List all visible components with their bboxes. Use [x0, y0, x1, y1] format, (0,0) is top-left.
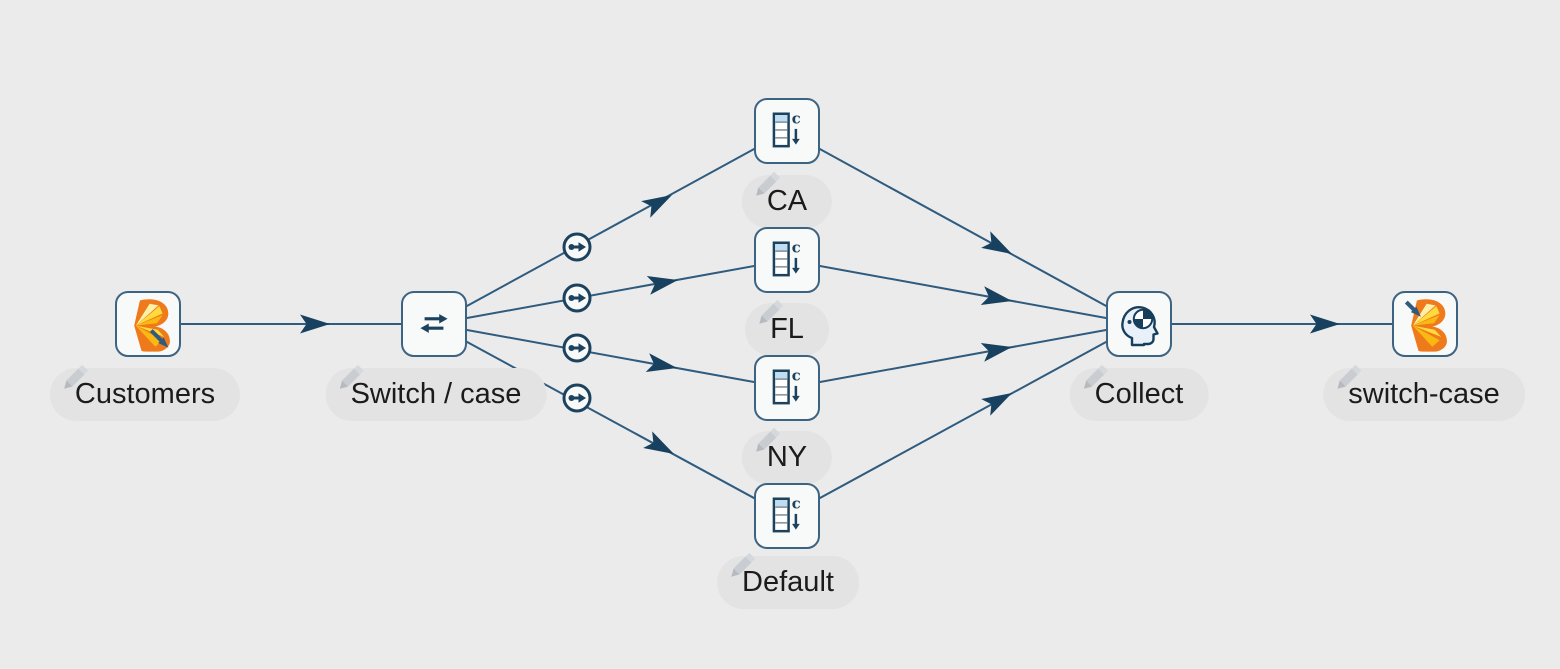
node-label-text: CA — [766, 185, 808, 217]
node-label-ca[interactable]: CA — [741, 175, 833, 228]
swap-arrows-icon — [411, 301, 457, 347]
node-label-customers[interactable]: Customers — [49, 368, 241, 421]
case-port-icon[interactable] — [562, 283, 592, 313]
node-label-collect[interactable]: Collect — [1069, 368, 1209, 421]
node-output[interactable] — [1392, 291, 1458, 357]
node-switch-case[interactable] — [401, 291, 467, 357]
arrowhead-icon — [646, 276, 678, 295]
arrowhead-icon — [981, 231, 1012, 254]
node-label-text: FL — [770, 313, 804, 345]
arrowhead-icon — [645, 353, 677, 372]
edge-switch-to-fl[interactable] — [433, 259, 788, 325]
b-logo-output-icon — [122, 296, 174, 352]
case-port-icon[interactable] — [562, 232, 592, 262]
node-label-fl[interactable]: FL — [745, 303, 829, 356]
node-label-text: Switch / case — [350, 378, 522, 410]
arrowhead-icon — [1310, 314, 1340, 334]
arrowhead-icon — [643, 431, 674, 454]
node-label-text: Default — [742, 566, 834, 598]
arrowhead-icon — [981, 393, 1012, 416]
edge-ny-to-collect[interactable] — [786, 323, 1140, 389]
node-case-default[interactable] — [754, 483, 820, 549]
table-sort-icon — [764, 365, 810, 411]
node-label-text: Customers — [74, 378, 216, 410]
table-sort-icon — [764, 108, 810, 154]
node-collect[interactable] — [1106, 291, 1172, 357]
table-sort-icon — [764, 493, 810, 539]
node-label-switch-case[interactable]: Switch / case — [325, 368, 547, 421]
arrowhead-icon — [641, 195, 672, 218]
edge-fl-to-collect[interactable] — [786, 259, 1140, 325]
arrowhead-icon — [980, 286, 1012, 305]
b-logo-input-icon — [1399, 296, 1451, 352]
edge-switch-to-ny[interactable] — [433, 323, 788, 389]
node-label-text: NY — [766, 441, 808, 473]
node-case-fl[interactable] — [754, 227, 820, 293]
node-label-text: Collect — [1094, 378, 1184, 410]
node-case-ca[interactable] — [754, 98, 820, 164]
node-customers[interactable] — [115, 291, 181, 357]
head-target-icon — [1115, 300, 1163, 348]
edge-ca-to-collect[interactable] — [786, 130, 1140, 325]
arrowhead-icon — [300, 314, 330, 334]
node-label-ny[interactable]: NY — [741, 431, 833, 484]
edge-switch-to-default[interactable] — [433, 323, 788, 517]
case-port-icon[interactable] — [562, 383, 592, 413]
node-case-ny[interactable] — [754, 355, 820, 421]
arrowhead-icon — [980, 343, 1012, 362]
node-label-default[interactable]: Default — [717, 556, 859, 609]
case-port-icon[interactable] — [562, 333, 592, 363]
node-label-text: switch-case — [1348, 378, 1500, 410]
edge-switch-to-ca[interactable] — [433, 130, 788, 325]
table-sort-icon — [764, 237, 810, 283]
edge-default-to-collect[interactable] — [786, 323, 1140, 517]
node-label-output[interactable]: switch-case — [1323, 368, 1525, 421]
